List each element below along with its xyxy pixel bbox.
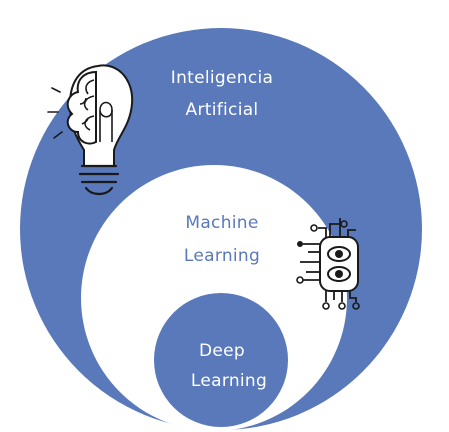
dl-label-line2: Learning — [191, 371, 267, 391]
inner-circle-dl — [154, 293, 288, 427]
brain-lightbulb-icon — [47, 64, 134, 196]
ml-label-line1: Machine — [185, 213, 258, 233]
ai-label-line2: Artificial — [186, 100, 259, 120]
robot-eyes-circuit-icon — [296, 218, 360, 310]
ai-label-line1: Inteligencia — [171, 68, 273, 88]
ml-label-line2: Learning — [184, 246, 260, 266]
dl-label-line1: Deep — [199, 341, 245, 361]
